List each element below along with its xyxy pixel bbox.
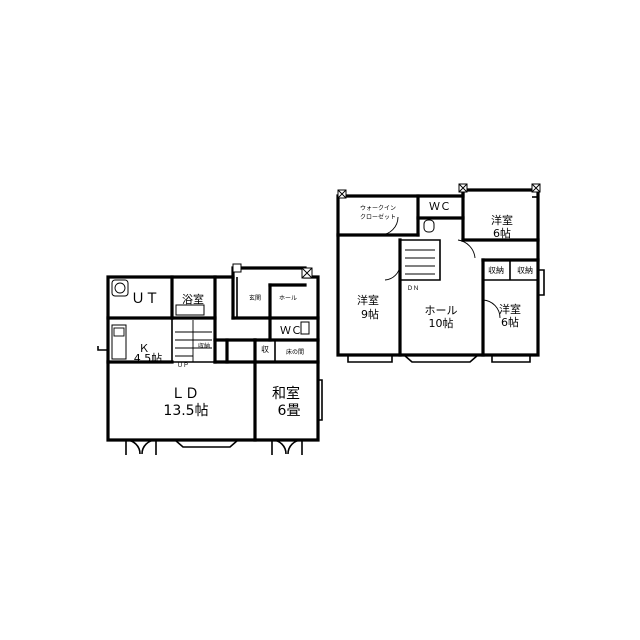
dn-label: ＤＮ [407,285,419,292]
washitsu-size: 6畳 [278,403,301,419]
west-c-label: 洋室 [499,302,521,316]
west-b-size: 9帖 [361,308,379,321]
ld-label: ＬＤ [171,386,199,402]
ld-size: 13.5帖 [163,403,208,419]
west-b-label: 洋室 [357,293,379,307]
laundry-machine [111,279,129,297]
kura-label: 床の間 [286,348,304,356]
shuno-label-1: 収納 [488,265,504,275]
floor-2: ウォークイン クローゼット ＷＣ 洋室 6帖 洋室 9帖 ホール 10帖 洋室 … [336,183,545,363]
ut-label: ＵＴ [131,291,159,307]
wc-toilet-f2 [423,219,435,233]
walkin-label: ウォークイン [360,204,396,212]
storage-label-f1: 収 [261,344,269,354]
kitchen-label: Ｋ [139,342,150,355]
wc-label-f1: ＷＣ [280,324,302,337]
bathtub [175,304,205,316]
wc-toilet-f1 [300,321,310,335]
hall-small-label: ホール [279,295,297,302]
washitsu-label: 和室 [272,385,300,402]
west-a-size: 6帖 [493,227,511,240]
walkin-label-2: クローゼット [360,213,396,221]
storage-small-label: 収納 [198,342,210,350]
west-c-size: 6帖 [501,316,519,329]
shuno-label-2: 収納 [517,265,533,275]
west-a-label: 洋室 [491,213,513,227]
floor-1: ＵＴ 浴室 Ｋ 4.5帖 ＬＤ 13.5帖 和室 6畳 玄関 ＷＣ 収 床の間 … [97,263,323,455]
hall-label: ホール [425,304,458,317]
up-label: ＵＰ [177,362,189,369]
entrance-label: 玄関 [249,294,261,302]
bath-label: 浴室 [182,292,204,306]
kitchen-size: 4.5帖 [134,352,163,365]
wc-label-f2: ＷＣ [429,200,451,213]
kitchen-counter [111,324,127,360]
hall-size: 10帖 [429,317,454,330]
